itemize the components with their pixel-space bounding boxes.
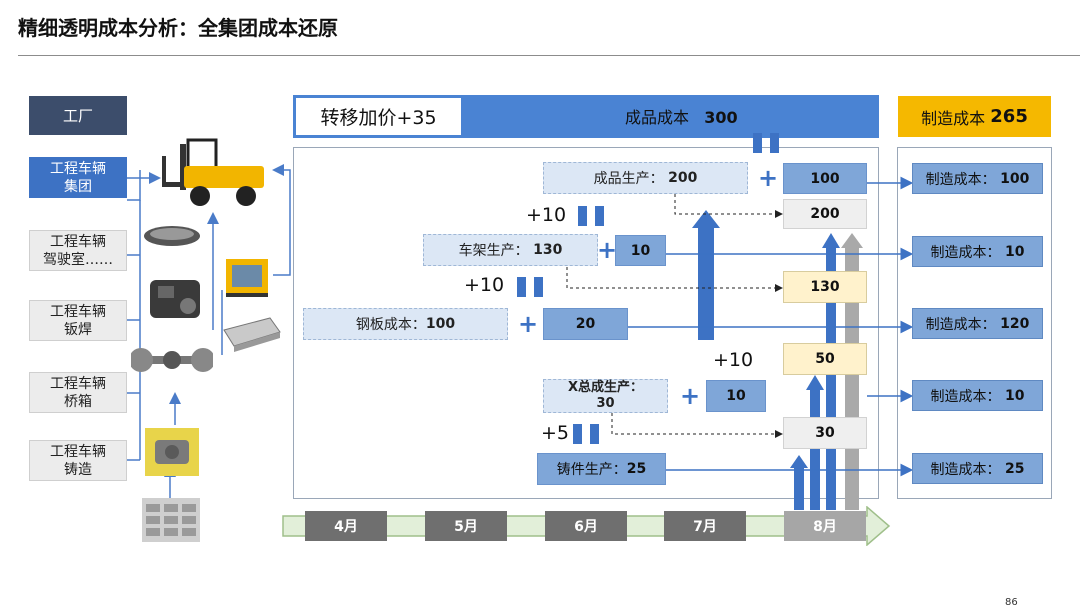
- equals-icon: [573, 424, 599, 444]
- xassembly-production-value: 30: [596, 396, 614, 412]
- casting-production-label: 铸件生产：: [557, 459, 627, 479]
- month-label: 4月: [305, 511, 387, 541]
- xassembly-production-label: X总成生产：: [568, 380, 643, 396]
- page-number: 86: [1005, 597, 1018, 608]
- month-label: 5月: [425, 511, 507, 541]
- month-label: 6月: [545, 511, 627, 541]
- finished-production-box: 成品生产： 200: [543, 162, 748, 194]
- total-box: 50: [783, 343, 867, 375]
- increment-label: +10: [464, 274, 504, 296]
- equals-icon: [578, 206, 604, 226]
- frame-production-value: 130: [533, 242, 562, 258]
- frame-added-cost: 10: [615, 235, 666, 266]
- total-box: 130: [783, 271, 867, 303]
- mfg-cost-item: 制造成本： 25: [912, 453, 1043, 484]
- mfg-cost-item: 制造成本： 10: [912, 380, 1043, 411]
- mfg-cost-value: 10: [1005, 244, 1024, 260]
- casting-production-box: 铸件生产： 25: [537, 453, 666, 485]
- mfg-cost-value: 25: [1005, 461, 1024, 477]
- mfg-cost-item: 制造成本： 100: [912, 163, 1043, 194]
- finished-production-label: 成品生产：: [594, 168, 664, 188]
- xassembly-added-cost: 10: [706, 380, 766, 412]
- equals-icon: [517, 277, 543, 297]
- steel-cost-label: 钢板成本：: [356, 314, 426, 334]
- increment-label: +5: [541, 422, 569, 444]
- mfg-cost-label: 制造成本：: [926, 169, 996, 189]
- frame-production-box: 车架生产： 130: [423, 234, 598, 266]
- increment-label: +10: [526, 204, 566, 226]
- total-box: 200: [783, 199, 867, 229]
- plus-icon: +: [680, 384, 700, 408]
- mfg-cost-label: 制造成本：: [931, 459, 1001, 479]
- plus-icon: +: [758, 166, 778, 190]
- month-label: 7月: [664, 511, 746, 541]
- mfg-cost-label: 制造成本：: [931, 242, 1001, 262]
- steel-cost-box: 钢板成本： 100: [303, 308, 508, 340]
- total-box: 30: [783, 417, 867, 449]
- finished-production-value: 200: [668, 170, 697, 186]
- finished-added-cost: 100: [783, 163, 867, 194]
- month-label: 8月: [784, 511, 866, 541]
- plus-icon: +: [518, 312, 538, 336]
- mfg-cost-value: 120: [1000, 316, 1029, 332]
- casting-production-value: 25: [627, 461, 646, 477]
- mfg-cost-item: 制造成本： 10: [912, 236, 1043, 267]
- steel-cost-value: 100: [426, 316, 455, 332]
- mfg-cost-value: 100: [1000, 171, 1029, 187]
- increment-label: +10: [713, 349, 753, 371]
- mfg-cost-item: 制造成本： 120: [912, 308, 1043, 339]
- steel-added-cost: 20: [543, 308, 628, 340]
- mfg-cost-label: 制造成本：: [931, 386, 1001, 406]
- mfg-cost-value: 10: [1005, 388, 1024, 404]
- xassembly-production-box: X总成生产： 30: [543, 379, 668, 413]
- frame-production-label: 车架生产：: [459, 240, 529, 260]
- mfg-cost-label: 制造成本：: [926, 314, 996, 334]
